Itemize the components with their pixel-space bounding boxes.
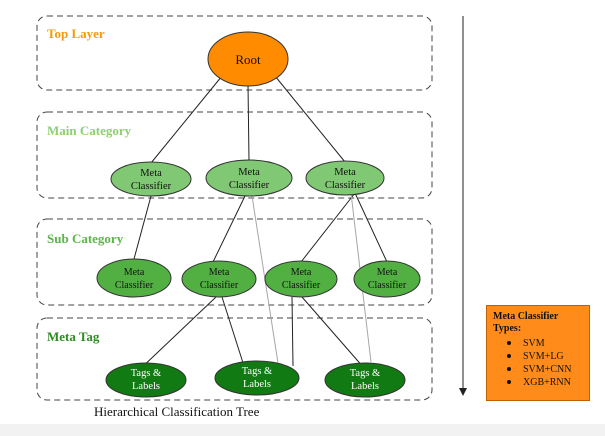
edge-sub3-tag2 xyxy=(291,296,294,367)
main-node-3-line1: Meta xyxy=(334,167,356,178)
edge-main3-sub3 xyxy=(300,192,356,263)
edge-root-main3 xyxy=(274,75,346,163)
sub-meta-classifier-4 xyxy=(353,260,421,298)
sub-node-4-line1: Meta xyxy=(377,267,398,278)
legend-title-line1: Meta Classifier xyxy=(493,311,559,322)
legend-item: XGB+RNN xyxy=(493,376,583,389)
tag-node-1-line1: Tags & xyxy=(131,368,161,379)
legend-list: SVM SVM+LG SVM+CNN XGB+RNN xyxy=(493,337,583,389)
sub-node-2-line2: Classifier xyxy=(200,280,239,291)
sub-category-label: Sub Category xyxy=(47,231,124,246)
sub-node-3-line1: Meta xyxy=(291,267,312,278)
main-meta-classifier-3 xyxy=(305,160,385,196)
root-node xyxy=(207,31,289,87)
edge-sub2-tag1 xyxy=(136,296,217,373)
main-node-1-line2: Classifier xyxy=(131,181,172,192)
edge-sub3-tag3 xyxy=(301,296,365,369)
legend-item: SVM xyxy=(493,337,583,350)
main-node-3-line2: Classifier xyxy=(325,180,366,191)
tags-labels-node-2 xyxy=(214,360,300,396)
edge-root-main1 xyxy=(150,75,223,164)
legend-item: SVM+LG xyxy=(493,350,583,363)
main-meta-classifier-1 xyxy=(110,161,192,197)
root-label: Root xyxy=(235,52,261,67)
tag-node-1-line2: Labels xyxy=(132,381,160,392)
sub-node-1-line2: Classifier xyxy=(115,280,154,291)
main-category-box xyxy=(36,111,433,199)
bottom-bar xyxy=(0,424,605,436)
tags-labels-node-3 xyxy=(324,362,406,398)
sub-meta-classifier-2 xyxy=(181,260,257,298)
main-node-2-line1: Meta xyxy=(238,167,260,178)
meta-tag-label: Meta Tag xyxy=(47,329,100,344)
top-layer-label: Top Layer xyxy=(47,26,105,41)
meta-tag-box xyxy=(36,317,433,401)
sub-node-1-line1: Meta xyxy=(124,267,145,278)
sub-node-4-line2: Classifier xyxy=(368,280,407,291)
tag-node-2-line1: Tags & xyxy=(242,366,272,377)
edge-main3-sub4 xyxy=(354,192,388,263)
edge-sub2-tag2 xyxy=(221,296,245,367)
sub-node-2-line1: Meta xyxy=(209,267,230,278)
sub-meta-classifier-1 xyxy=(96,258,172,298)
main-node-2-line2: Classifier xyxy=(229,180,270,191)
meta-classifier-legend: Meta Classifier Types: SVM SVM+LG SVM+CN… xyxy=(486,305,590,401)
flow-arrow-head xyxy=(459,388,467,396)
edge-main1-sub1 xyxy=(133,195,152,260)
edge-root-main2 xyxy=(247,83,250,162)
legend-title-line2: Types: xyxy=(493,323,522,334)
sub-meta-classifier-3 xyxy=(264,260,338,298)
main-meta-classifier-2 xyxy=(205,159,293,197)
diagram-caption: Hierarchical Classification Tree xyxy=(94,404,260,419)
tag-node-3-line2: Labels xyxy=(351,381,379,392)
legend-item: SVM+CNN xyxy=(493,363,583,376)
edge-main2-sub2 xyxy=(212,195,246,263)
tags-labels-node-1 xyxy=(105,362,187,398)
sub-node-3-line2: Classifier xyxy=(282,280,321,291)
main-category-label: Main Category xyxy=(47,123,132,138)
main-node-1-line1: Meta xyxy=(140,168,162,179)
sub-category-box xyxy=(36,218,433,306)
tag-node-3-line1: Tags & xyxy=(350,368,380,379)
tag-node-2-line2: Labels xyxy=(243,379,271,390)
